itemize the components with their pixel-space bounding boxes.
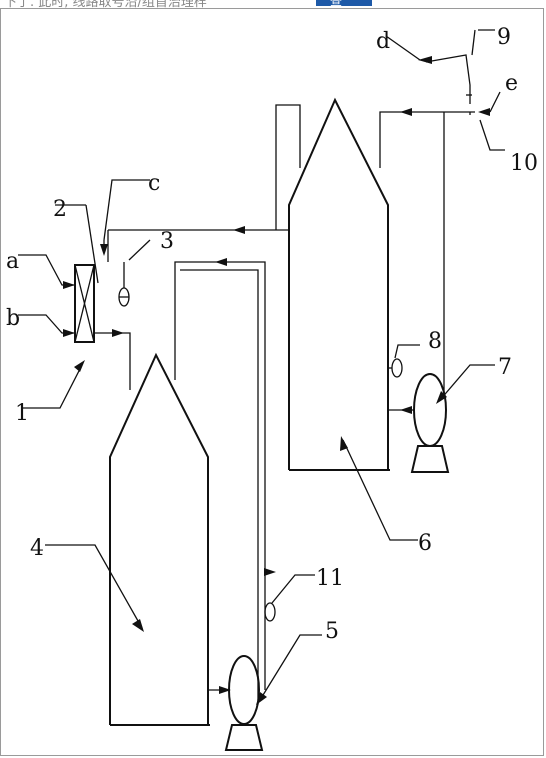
- search-button[interactable]: [316, 0, 372, 6]
- vessel-6: [288, 97, 390, 471]
- pipe-3: [107, 226, 289, 262]
- label-2: 2: [53, 197, 67, 222]
- feed-c: [85, 179, 150, 284]
- label-d: d: [376, 29, 390, 54]
- label-5: 5: [325, 619, 339, 644]
- label-b: b: [6, 306, 20, 331]
- inlet-b: [18, 314, 75, 337]
- pipe-return-4: [174, 258, 276, 700]
- label-9: 9: [497, 25, 511, 50]
- diagram-frame: [0, 8, 544, 756]
- cropped-page-text: 下了. 此时, 线路取号沿/组首治理样: [4, 0, 207, 8]
- label-11: 11: [316, 566, 344, 591]
- label-a: a: [6, 249, 19, 274]
- pump-7: [388, 112, 450, 473]
- label-6: 6: [418, 531, 432, 556]
- inlet-a: [18, 254, 75, 289]
- vent-pipe: [275, 104, 301, 230]
- mixer-1: [74, 264, 95, 343]
- label-1: 1: [15, 401, 29, 426]
- label-3: 3: [160, 229, 174, 254]
- pump-5: [208, 655, 264, 751]
- browser-top-strip: 下了. 此时, 线路取号沿/组首治理样 查: [0, 0, 546, 8]
- valve-11: [264, 602, 276, 622]
- valve-3: [118, 262, 130, 307]
- vessel-4: [109, 352, 210, 726]
- label-e: e: [505, 71, 518, 96]
- label-7: 7: [498, 355, 512, 380]
- valve-8: [388, 358, 403, 378]
- leader-lines: [22, 29, 505, 705]
- label-8: 8: [428, 329, 442, 354]
- label-4: 4: [30, 536, 44, 561]
- mixer-outlet: [94, 329, 131, 390]
- label-10: 10: [510, 151, 538, 176]
- search-button-label[interactable]: 查: [330, 0, 343, 8]
- label-c: c: [148, 171, 160, 196]
- pipe-top-e: [379, 54, 501, 168]
